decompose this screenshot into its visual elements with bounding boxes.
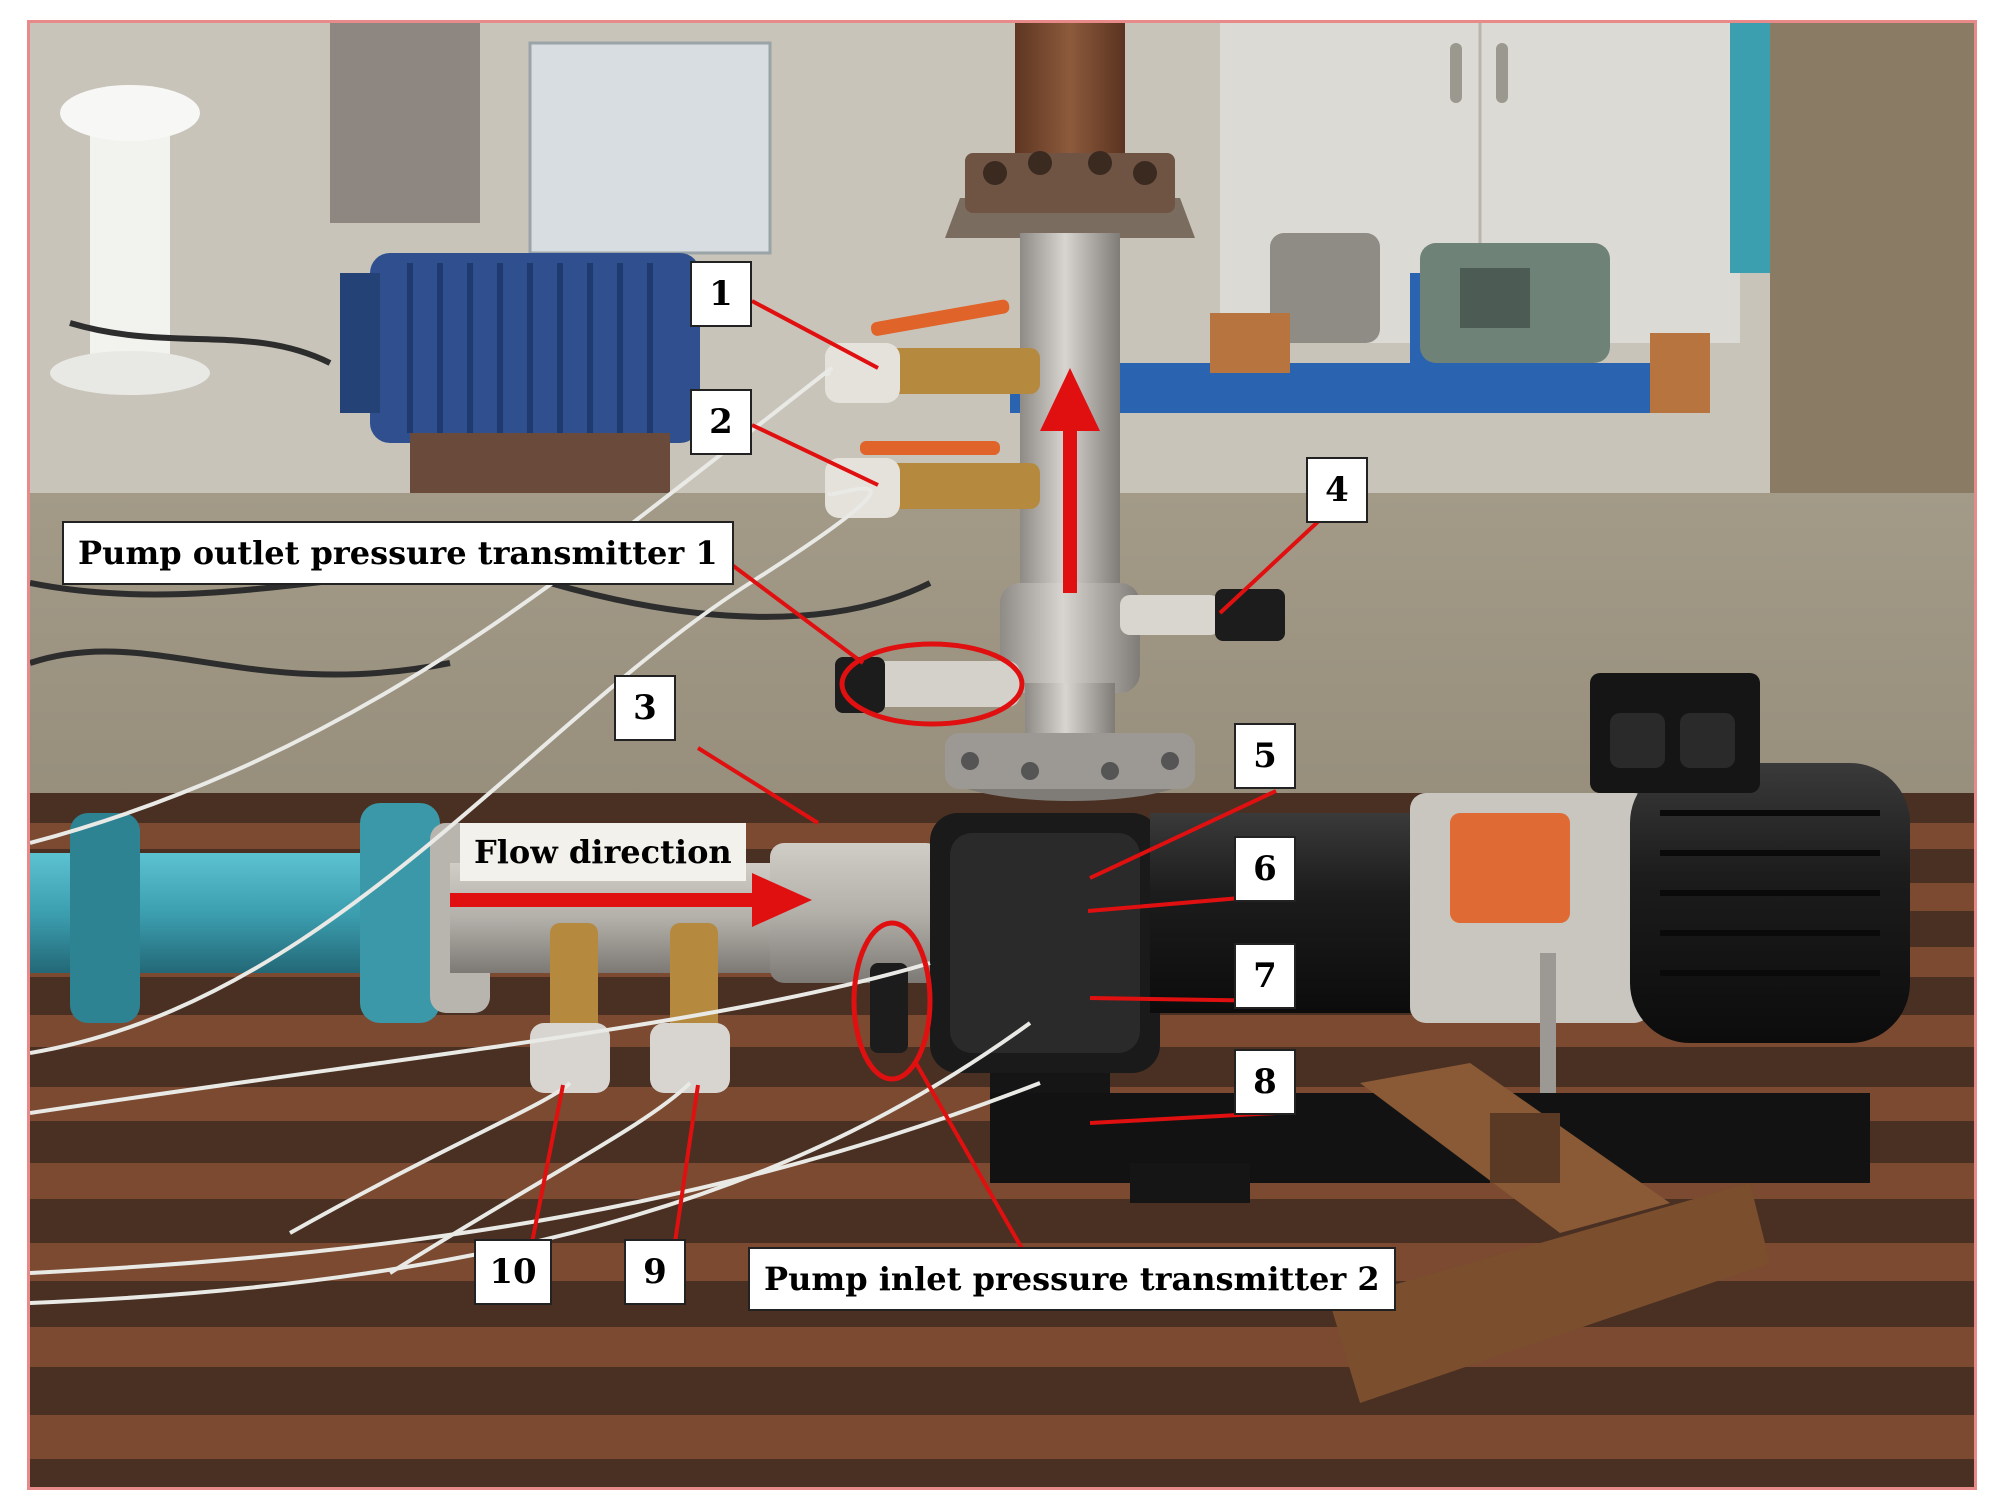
- marker-10: 10: [474, 1239, 552, 1305]
- outlet-pressure-transmitter: [835, 657, 1020, 713]
- flow-arrow-vertical: [1040, 368, 1100, 593]
- inlet-pipe: [30, 803, 940, 1093]
- photo-frame: Pump outlet pressure transmitter 1 Pump …: [27, 20, 1977, 1490]
- marker-3: 3: [614, 675, 676, 741]
- label-outlet-pressure-transmitter: Pump outlet pressure transmitter 1: [62, 521, 734, 585]
- outlet-transmitter-highlight: [839, 641, 1025, 727]
- wooden-blocks: [1330, 1063, 1770, 1403]
- background-blue-motor: [340, 253, 700, 493]
- pump-test-rig-photo: [30, 23, 1974, 1487]
- marker-5: 5: [1234, 723, 1296, 789]
- label-inlet-pressure-transmitter: Pump inlet pressure transmitter 2: [748, 1247, 1396, 1311]
- marker-4: 4: [1306, 457, 1368, 523]
- glass-tank: [528, 41, 772, 255]
- flow-arrow-horizontal: [450, 873, 812, 927]
- marker-2: 2: [690, 389, 752, 455]
- inlet-transmitter-highlight: [851, 920, 933, 1082]
- marker-6: 6: [1234, 836, 1296, 902]
- marker-9: 9: [624, 1239, 686, 1305]
- transmitter-4: [1120, 589, 1285, 641]
- marker-8: 8: [1234, 1049, 1296, 1115]
- label-flow-direction: Flow direction: [460, 823, 746, 881]
- marker-1: 1: [690, 261, 752, 327]
- marker-7: 7: [1234, 943, 1296, 1009]
